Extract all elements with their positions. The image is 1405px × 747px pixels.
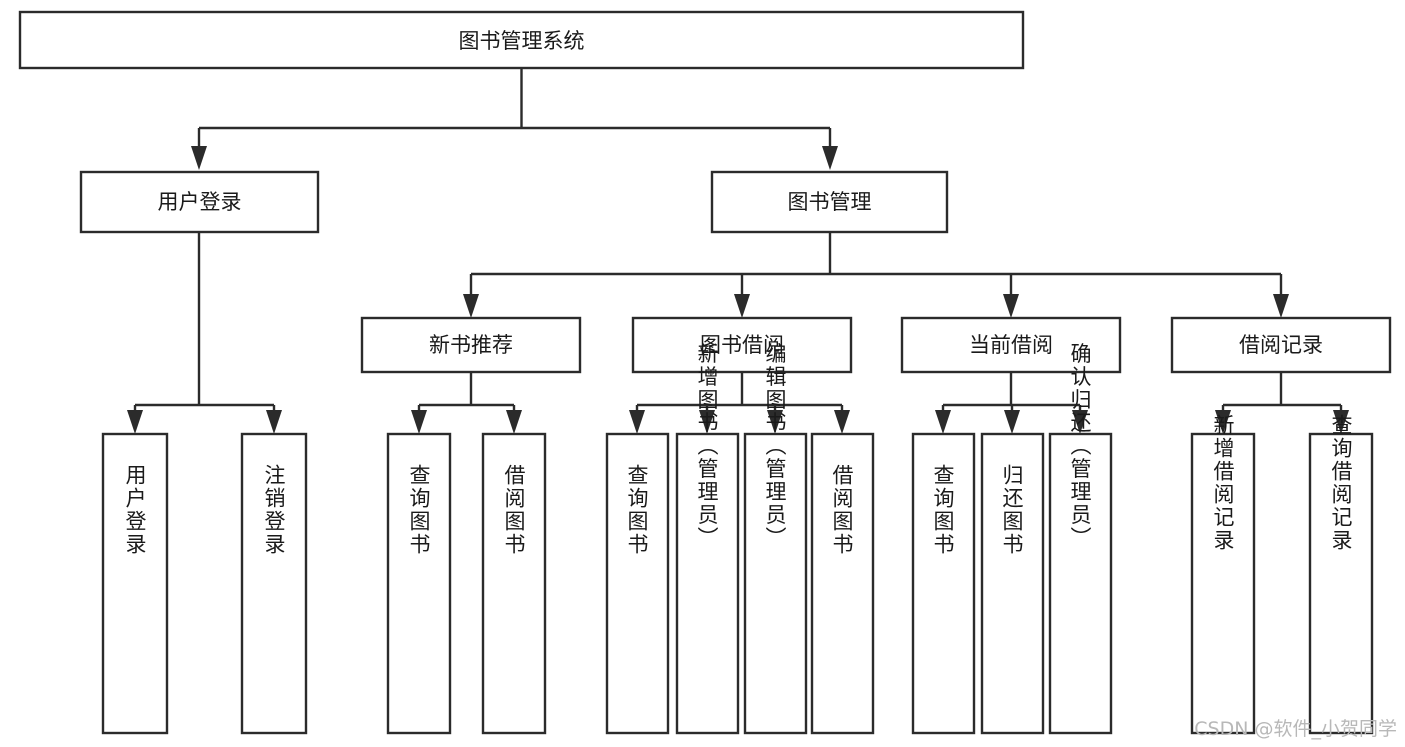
leaf-query-book-2-label: 查询图书 xyxy=(625,464,649,556)
leaf-borrow-book-1-box[interactable] xyxy=(481,432,547,735)
leaf-add-book-label: 新增图书（管理员） xyxy=(695,343,719,550)
arrow-head-book-manage xyxy=(822,146,838,170)
arrow-head-leaf-query-book-3 xyxy=(935,410,951,434)
node-book-manage-label: 图书管理 xyxy=(788,190,872,214)
leaf-borrow-book-2-box[interactable] xyxy=(810,432,875,735)
connector-group-book-manage xyxy=(463,232,1289,318)
leaf-node-borrow-book-2[interactable]: 借阅图书 xyxy=(810,432,875,735)
arrow-head-leaf-add-record xyxy=(1215,410,1231,434)
leaf-node-query-book-1[interactable]: 查询图书 xyxy=(386,432,452,735)
node-new-book-rec-box[interactable] xyxy=(360,316,582,374)
connector-group-borrow-record xyxy=(1215,372,1349,434)
leaf-query-book-3-box[interactable] xyxy=(911,432,976,735)
arrow-head-leaf-query-record xyxy=(1333,410,1349,434)
node-user-login-label: 用户登录 xyxy=(158,190,242,214)
leaf-return-book-box[interactable] xyxy=(980,432,1045,735)
leaf-node-return-book[interactable]: 归还图书 xyxy=(980,432,1045,735)
arrow-head-leaf-confirm-return xyxy=(1072,410,1088,434)
node-book-borrow-label: 图书借阅 xyxy=(700,333,784,357)
arrow-head-user-login xyxy=(191,146,207,170)
leaf-query-book-2-box[interactable] xyxy=(605,432,670,735)
leaf-add-book-box[interactable] xyxy=(675,432,740,735)
leaf-node-add-book[interactable]: 新增图书（管理员） xyxy=(675,343,740,735)
leaf-user-login-label: 用户登录 xyxy=(123,464,147,556)
node-current-borrow-label: 当前借阅 xyxy=(969,333,1053,357)
arrow-head-book-borrow xyxy=(734,294,750,318)
node-borrow-record-box[interactable] xyxy=(1170,316,1392,374)
leaf-node-borrow-book-1[interactable]: 借阅图书 xyxy=(481,432,547,735)
leaf-user-logout-label: 注销登录 xyxy=(262,464,286,556)
leaf-node-user-logout[interactable]: 注销登录 xyxy=(240,432,308,735)
leaf-add-record-label: 新增借阅记录 xyxy=(1211,414,1235,552)
node-new-book-rec[interactable]: 新书推荐 xyxy=(360,316,582,374)
leaf-node-edit-book[interactable]: 编辑图书（管理员） xyxy=(743,343,808,735)
leaf-confirm-return-label: 确认归还（管理员） xyxy=(1068,343,1092,550)
connector-group-current-borrow xyxy=(935,372,1088,434)
leaf-query-record-box[interactable] xyxy=(1308,432,1374,735)
leaf-node-query-book-3[interactable]: 查询图书 xyxy=(911,432,976,735)
leaf-user-logout-box[interactable] xyxy=(240,432,308,735)
arrow-head-leaf-query-book-1 xyxy=(411,410,427,434)
arrow-head-leaf-query-book-2 xyxy=(629,410,645,434)
leaf-node-user-login[interactable]: 用户登录 xyxy=(101,432,169,735)
node-new-book-rec-label: 新书推荐 xyxy=(429,333,513,357)
leaf-return-book-label: 归还图书 xyxy=(1000,464,1024,556)
leaf-confirm-return-box[interactable] xyxy=(1048,432,1113,735)
node-root[interactable]: 图书管理系统 xyxy=(18,10,1025,70)
leaf-node-query-book-2[interactable]: 查询图书 xyxy=(605,432,670,735)
node-user-login-box[interactable] xyxy=(79,170,320,234)
arrow-head-new-book-rec xyxy=(463,294,479,318)
arrow-head-leaf-user-logout xyxy=(266,410,282,434)
node-current-borrow[interactable]: 当前借阅 xyxy=(900,316,1122,374)
leaf-borrow-book-2-label: 借阅图书 xyxy=(830,464,854,556)
leaf-query-record-label: 查询借阅记录 xyxy=(1329,414,1353,552)
leaf-node-add-record[interactable]: 新增借阅记录 xyxy=(1190,414,1256,735)
connector-group-root xyxy=(191,68,838,170)
leaf-edit-book-label: 编辑图书（管理员） xyxy=(763,343,787,550)
node-book-borrow-box[interactable] xyxy=(631,316,853,374)
node-book-manage-box[interactable] xyxy=(710,170,949,234)
connector-group-book-borrow xyxy=(629,372,850,434)
arrow-head-borrow-record xyxy=(1273,294,1289,318)
leaf-borrow-book-1-label: 借阅图书 xyxy=(502,464,526,556)
node-root-box[interactable] xyxy=(18,10,1025,70)
arrow-head-leaf-add-book xyxy=(699,410,715,434)
connector-group-new-book-rec xyxy=(411,372,522,434)
leaf-edit-book-box[interactable] xyxy=(743,432,808,735)
leaf-query-book-1-box[interactable] xyxy=(386,432,452,735)
leaf-user-login-box[interactable] xyxy=(101,432,169,735)
node-borrow-record[interactable]: 借阅记录 xyxy=(1170,316,1392,374)
arrow-head-leaf-borrow-book-1 xyxy=(506,410,522,434)
node-user-login[interactable]: 用户登录 xyxy=(79,170,320,234)
leaf-node-confirm-return[interactable]: 确认归还（管理员） xyxy=(1048,343,1113,735)
leaf-query-book-3-label: 查询图书 xyxy=(931,464,955,556)
leaf-add-record-box[interactable] xyxy=(1190,432,1256,735)
leaf-query-book-1-label: 查询图书 xyxy=(407,464,431,556)
arrow-head-leaf-borrow-book-2 xyxy=(834,410,850,434)
node-book-manage[interactable]: 图书管理 xyxy=(710,170,949,234)
leaf-node-query-record[interactable]: 查询借阅记录 xyxy=(1308,414,1374,735)
node-root-label: 图书管理系统 xyxy=(459,29,585,53)
arrow-head-leaf-edit-book xyxy=(767,410,783,434)
node-current-borrow-box[interactable] xyxy=(900,316,1122,374)
node-book-borrow[interactable]: 图书借阅 xyxy=(631,316,853,374)
arrow-head-leaf-user-login xyxy=(127,410,143,434)
connector-group-user-login xyxy=(127,232,282,434)
node-borrow-record-label: 借阅记录 xyxy=(1239,333,1323,357)
arrow-head-current-borrow xyxy=(1003,294,1019,318)
arrow-head-leaf-return-book xyxy=(1004,410,1020,434)
